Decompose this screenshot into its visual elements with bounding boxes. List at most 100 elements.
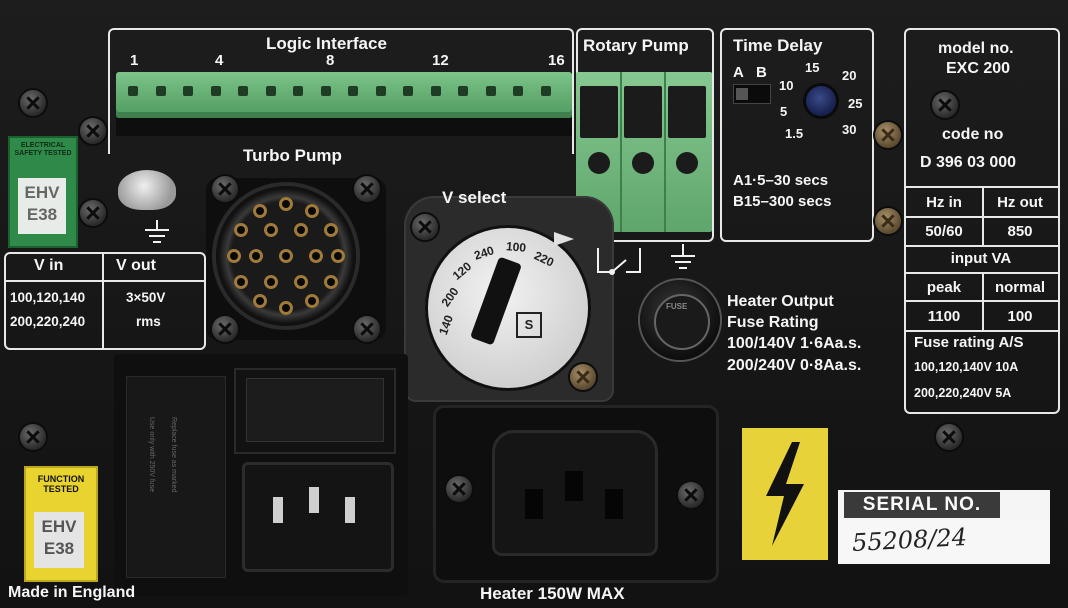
peak-value: 1100 <box>927 307 961 325</box>
serial-value-box: 55208/24 <box>838 520 1050 564</box>
electrical-safety-sticker: ELECTRICAL SAFETY TESTED EHV E38 <box>8 136 78 248</box>
ground-terminal-post[interactable] <box>118 170 176 210</box>
logic-pin <box>430 86 441 96</box>
connector-pin <box>309 249 323 263</box>
code-number-value: D 396 03 000 <box>920 154 1017 171</box>
pin-number-8: 8 <box>326 52 335 69</box>
logic-pin <box>265 86 276 96</box>
rotary-pump-title: Rotary Pump <box>583 36 689 55</box>
heater-output-line1: Heater Output <box>727 293 834 310</box>
panel-screw-icon <box>20 90 46 116</box>
function-tested-sticker: FUNCTION TESTED EHV E38 <box>24 466 98 582</box>
v-in-low: 100,120,140 <box>10 290 86 305</box>
connector-pin <box>305 294 319 309</box>
panel-screw-icon <box>570 364 596 390</box>
serial-label: SERIAL NO. <box>844 492 1000 518</box>
connector-pin <box>279 249 293 263</box>
logic-pin <box>320 86 331 96</box>
v-select-pointer-icon <box>554 232 574 246</box>
dial-number-25: 25 <box>848 96 863 111</box>
panel-screw-icon <box>446 476 472 502</box>
dial-number-30: 30 <box>842 122 857 137</box>
panel-screw-icon <box>678 482 704 508</box>
hz-in-value: 50/60 <box>925 222 963 240</box>
panel-screw-icon <box>936 424 962 450</box>
logic-interface-frame <box>108 28 574 154</box>
panel-screw-icon <box>80 200 106 226</box>
ground-symbol-icon <box>145 220 169 243</box>
panel-screw-icon <box>354 316 380 342</box>
connector-pin <box>227 249 241 263</box>
fuse-cap-text: FUSE <box>666 302 688 311</box>
switch-text-1: Use only with 250V fuse <box>148 417 155 493</box>
logic-pin <box>513 86 523 96</box>
safety-sticker-code: EHV E38 <box>18 178 66 234</box>
connector-pin <box>264 274 278 289</box>
logic-pin <box>128 86 138 96</box>
v-out-unit: rms <box>136 314 161 329</box>
input-va-label: input VA <box>950 249 1012 267</box>
function-sticker-code: EHV E38 <box>34 512 84 568</box>
power-inlet-socket[interactable] <box>242 462 394 572</box>
time-delay-dial[interactable] <box>806 86 836 116</box>
switch-label-a: A <box>733 64 744 81</box>
logic-pin <box>403 86 413 96</box>
heater-output-line3: 100/140V 1·6Aa.s. <box>727 335 862 352</box>
heater-output-line2: Fuse Rating <box>727 314 819 331</box>
v-select-100: 100 <box>505 239 527 255</box>
normal-label: normal <box>994 278 1045 296</box>
model-number-value: EXC 200 <box>946 60 1011 77</box>
v-select-title: V select <box>442 188 507 207</box>
serial-value: 55208/24 <box>851 523 968 557</box>
time-delay-frame <box>720 28 874 242</box>
connector-pin <box>324 275 339 289</box>
voltage-select-dial[interactable] <box>428 228 588 388</box>
logic-pin <box>183 86 193 96</box>
time-delay-range-b: B15–300 secs <box>733 193 832 210</box>
connector-pin <box>253 203 267 218</box>
connector-pin <box>249 249 263 263</box>
fuse-drawer[interactable] <box>234 368 396 454</box>
power-inlet-module: Use only with 250V fuse Replace fuse as … <box>114 354 408 596</box>
safety-sticker-text: ELECTRICAL SAFETY TESTED <box>14 142 72 157</box>
connector-pin <box>279 301 293 315</box>
dial-number-15: 15 <box>805 60 820 75</box>
pin-number-12: 12 <box>432 52 449 69</box>
connector-pin <box>233 223 248 237</box>
heater-output-socket[interactable] <box>492 430 658 556</box>
connector-pin <box>279 197 293 211</box>
connector-pin <box>294 274 308 289</box>
logic-pin <box>293 86 303 96</box>
panel-screw-icon <box>875 208 901 234</box>
switch-label-b: B <box>756 64 767 81</box>
heater-fuse-holder[interactable]: FUSE <box>640 280 720 360</box>
panel-screw-icon <box>412 214 438 240</box>
model-number-label: model no. <box>938 40 1014 57</box>
heater-max-label: Heater 150W MAX <box>480 584 625 603</box>
switch-text-2: Replace fuse as marked <box>170 417 177 493</box>
lightning-bolt-icon <box>766 442 804 546</box>
connector-pin <box>264 223 278 238</box>
time-delay-range-switch[interactable] <box>733 84 771 104</box>
fuse-rating-label: Fuse rating A/S <box>914 334 1024 351</box>
connector-pin <box>294 223 308 238</box>
time-delay-title: Time Delay <box>733 36 823 55</box>
peak-label: peak <box>926 278 962 296</box>
logic-pin <box>238 86 248 96</box>
logic-pin <box>348 86 358 96</box>
relay-contact-icon <box>597 248 641 275</box>
hz-out-value: 850 <box>1007 222 1033 240</box>
fuse-rating-high: 200,220,240V 5A <box>914 386 1012 400</box>
serial-label-box: SERIAL NO. <box>838 490 1050 520</box>
logic-pin <box>210 86 221 96</box>
panel-screw-icon <box>354 176 380 202</box>
panel-screw-icon <box>80 118 106 144</box>
ground-symbol-icon <box>671 244 695 269</box>
dial-number-20: 20 <box>842 68 857 83</box>
made-in-label: Made in England <box>8 584 136 601</box>
v-out-label: V out <box>116 257 156 274</box>
dial-number-1-5: 1.5 <box>785 126 804 141</box>
hz-in-label: Hz in <box>926 193 962 211</box>
logic-pin <box>375 86 386 96</box>
